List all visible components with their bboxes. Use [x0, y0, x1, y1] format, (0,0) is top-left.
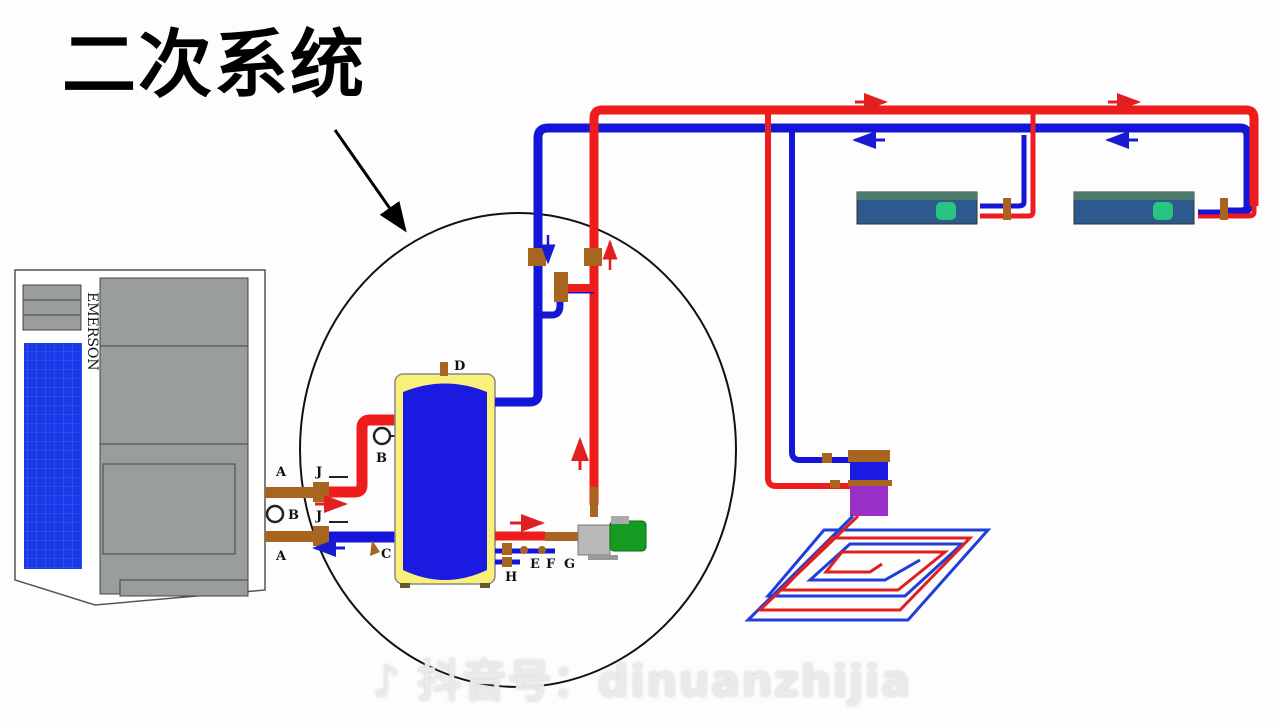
primary-loop: [265, 414, 400, 557]
floor-return-pipe: [789, 132, 850, 463]
gauge-b-left: [265, 504, 285, 524]
label-a-bottom: A: [275, 549, 287, 564]
supply-main: [589, 105, 1259, 505]
label-j-bottom: J: [315, 509, 322, 524]
pointer-arrow: [333, 129, 407, 233]
valve-j-top: [313, 482, 329, 502]
circulation-pump: [577, 516, 647, 560]
label-j-top: J: [315, 465, 322, 480]
tiktok-note-icon: ♪: [372, 656, 402, 707]
coil-grille: [24, 343, 82, 569]
gauge-b-tank: [372, 426, 392, 446]
filter-c: [370, 540, 380, 556]
floor-heating-manifold: [822, 450, 892, 516]
label-d: D: [454, 359, 465, 374]
focus-circle: [299, 212, 737, 688]
label-b-left: B: [288, 508, 299, 523]
watermark: ♪ 抖音号：dinuanzhijia: [372, 645, 912, 709]
watermark-text: 抖音号：dinuanzhijia: [417, 656, 912, 707]
label-b-tank: B: [376, 451, 387, 466]
label-e: E: [530, 557, 540, 572]
label-h: H: [505, 570, 517, 585]
label-g: G: [564, 557, 575, 572]
label-f: F: [546, 557, 556, 572]
floor-supply-pipe: [765, 112, 850, 489]
bypass-valve: [554, 272, 568, 302]
fan-coil-unit-2: [1073, 191, 1257, 225]
label-a-top: A: [275, 465, 287, 480]
brand-label: EMERSON: [84, 292, 100, 371]
diagram-title: 二次系统: [62, 22, 366, 108]
return-valve: [528, 248, 546, 266]
buffer-tank: [394, 362, 496, 588]
return-main: [495, 123, 1253, 407]
floor-heating-loop: [744, 514, 992, 622]
outdoor-heat-pump-unit: EMERSON: [14, 269, 266, 606]
valve-j-bottom: [313, 526, 329, 546]
fan-coil-unit-1: [856, 112, 1036, 225]
supply-valve: [584, 248, 602, 266]
label-c: C: [381, 547, 391, 562]
